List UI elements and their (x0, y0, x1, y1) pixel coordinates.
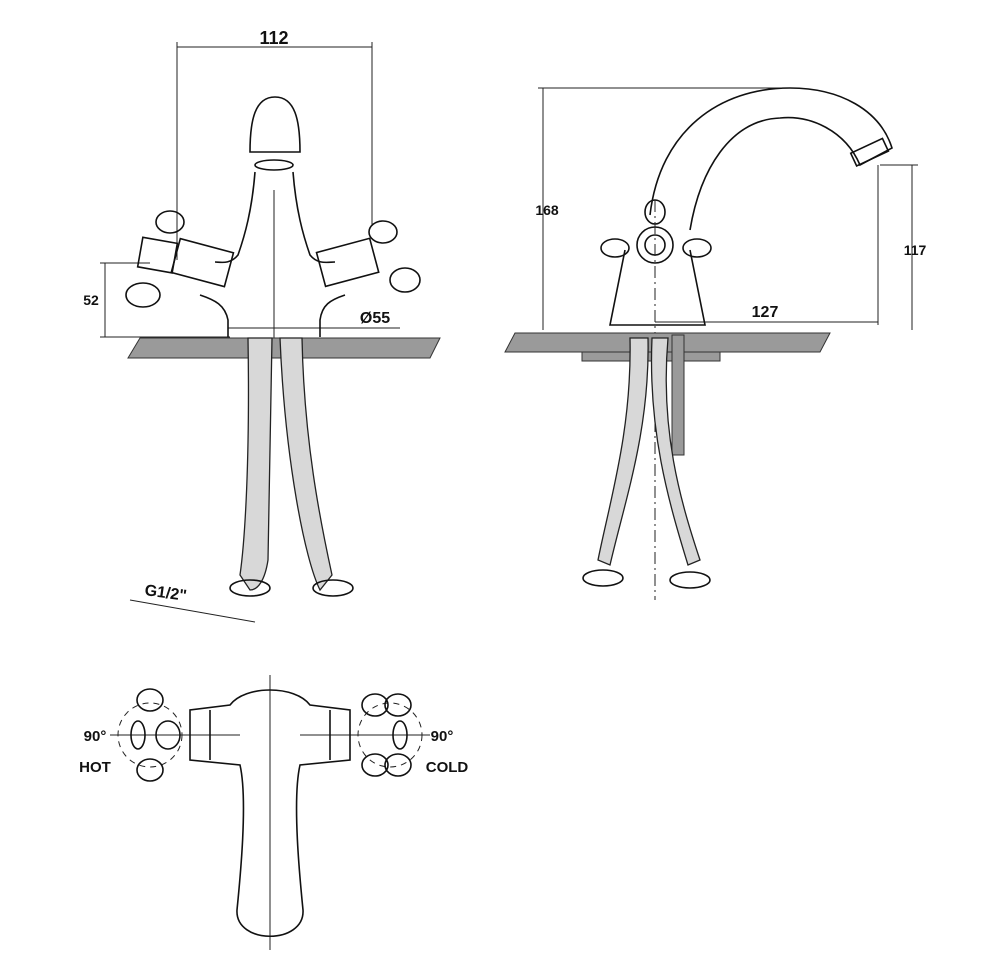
width-dim-label: 112 (259, 28, 288, 48)
front-view: 112 52 Ø55 G1/2" (83, 28, 441, 623)
body-right (292, 171, 336, 264)
spout-arc (649, 87, 893, 231)
base-left (199, 294, 229, 337)
cold-handle-icon (315, 220, 421, 293)
connection-leader (129, 599, 256, 623)
connection-label: G1/2" (144, 582, 188, 605)
reach-label: 127 (752, 304, 779, 321)
top-view: 90° HOT 90° COLD (79, 675, 468, 950)
cold-label: COLD (426, 759, 469, 776)
side-fitting-right-icon (669, 571, 711, 589)
side-hose-left (597, 337, 649, 566)
top-hot-handle-icon (117, 688, 183, 782)
mounting-stud (671, 334, 685, 456)
hot-label: HOT (79, 759, 111, 776)
fitting-left-icon (229, 579, 271, 597)
top-cold-handle-icon (357, 693, 423, 777)
nozzle (849, 137, 890, 168)
hot-handle-icon (125, 210, 235, 308)
body-left (214, 171, 256, 264)
side-view: 168 117 127 (504, 87, 927, 600)
cold-rotation-label: 90° (431, 728, 454, 745)
aerator-ring-icon (254, 159, 294, 171)
side-hose-right (650, 337, 701, 566)
spout-cap (249, 96, 301, 153)
diameter-label: Ø55 (360, 310, 390, 327)
side-body (609, 249, 706, 326)
hose-right (279, 337, 333, 592)
fitting-right-icon (312, 579, 354, 597)
top-body-and-lever (189, 689, 351, 938)
base-right (319, 294, 346, 337)
side-fitting-left-icon (582, 569, 624, 587)
height-168-label: 168 (535, 202, 559, 218)
height-dim-label: 52 (83, 292, 99, 308)
hot-rotation-label: 90° (84, 728, 107, 745)
height-117-label: 117 (904, 242, 927, 258)
hose-left (239, 337, 273, 591)
